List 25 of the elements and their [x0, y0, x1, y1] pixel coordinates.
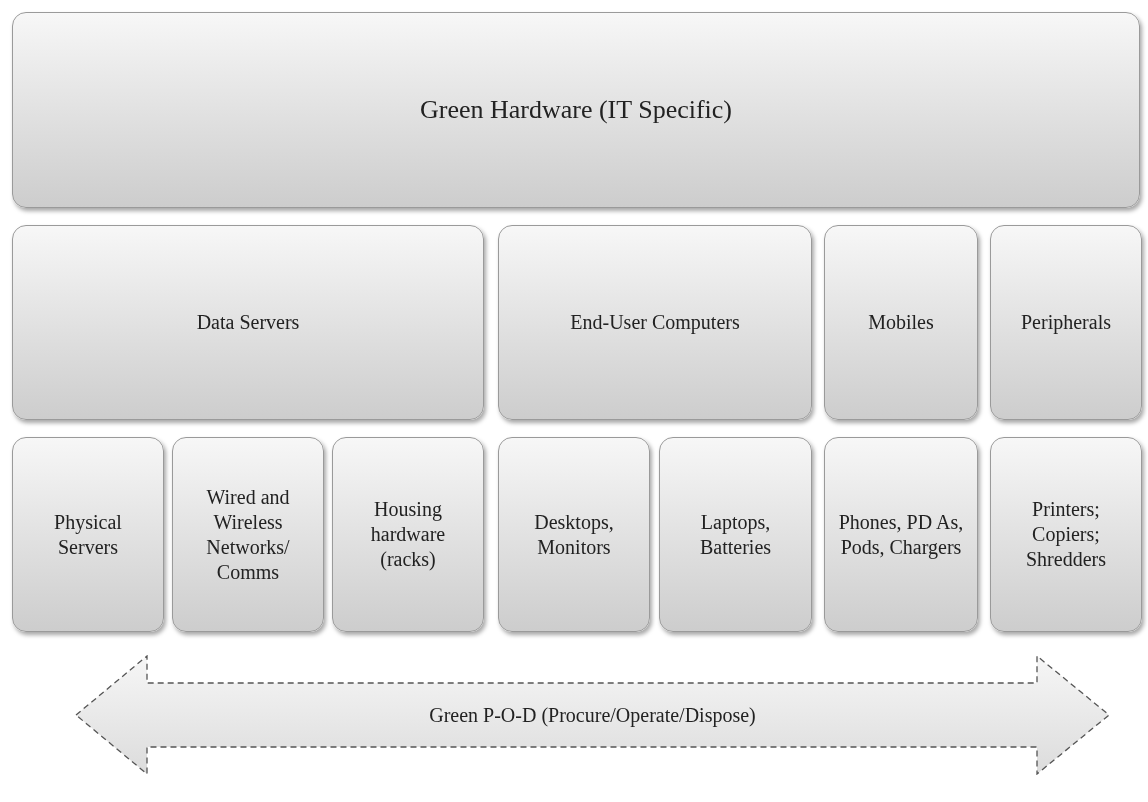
box-label: Green Hardware (IT Specific) [419, 93, 733, 126]
box-label: Printers; Copiers; Shredders [1025, 497, 1107, 572]
box-label: Data Servers [196, 310, 300, 335]
box-label: Phones, PD As, Pods, Chargers [837, 509, 965, 560]
box-label: Wired and Wireless Networks/ Comms [205, 484, 291, 585]
category-box [990, 225, 1142, 420]
box-label: Desktops, Monitors [533, 509, 615, 560]
box-label: Laptops, Batteries [698, 509, 773, 560]
category-box [12, 225, 484, 420]
category-box [332, 437, 484, 632]
category-box [824, 225, 978, 420]
category-box [12, 437, 164, 632]
category-box [659, 437, 812, 632]
box-label: Housing hardware (racks) [369, 497, 447, 572]
category-box [498, 437, 650, 632]
box-label: Peripherals [1021, 310, 1111, 335]
category-box [498, 225, 812, 420]
box-label: Physical Servers [53, 509, 123, 560]
box-label: Mobiles [868, 310, 934, 335]
category-box [824, 437, 978, 632]
category-box [172, 437, 324, 632]
band-label: Green P-O-D (Procure/Operate/Dispose) [429, 703, 756, 729]
category-box [990, 437, 1142, 632]
category-box [12, 12, 1140, 208]
box-label: End-User Computers [570, 310, 740, 335]
